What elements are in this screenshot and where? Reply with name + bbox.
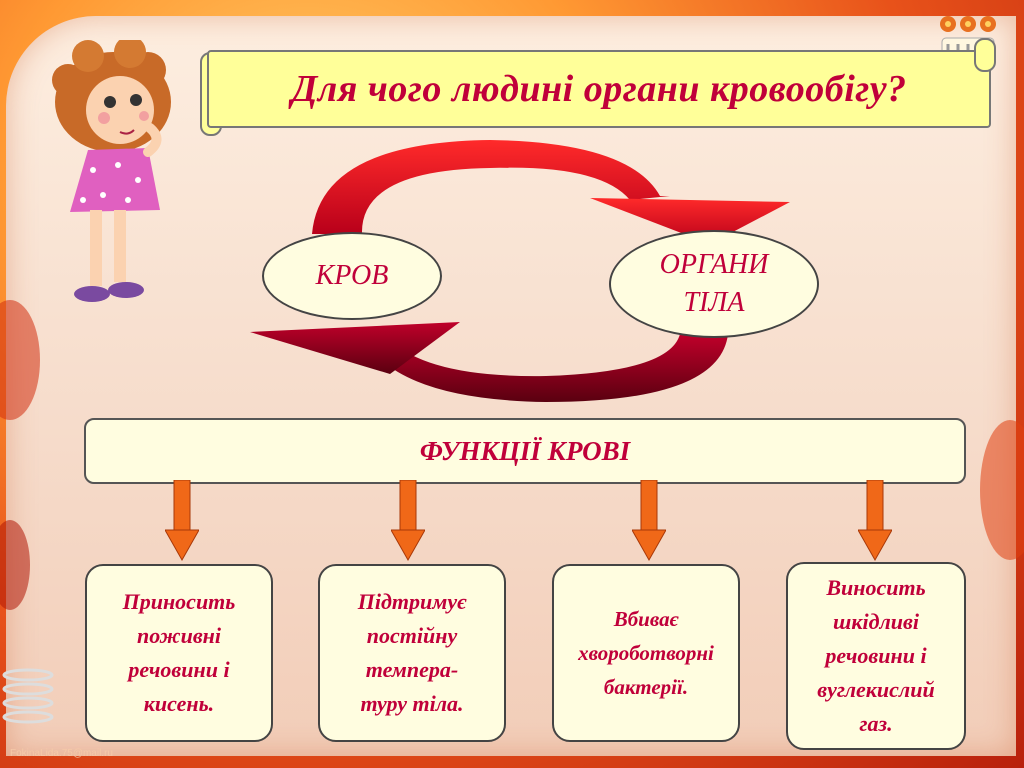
node-blood-label: КРОВ xyxy=(315,260,389,291)
functions-header-label: ФУНКЦІЇ КРОВІ xyxy=(419,435,631,466)
node-organs-label-2: ТІЛА xyxy=(683,287,745,318)
girl-illustration xyxy=(52,40,171,302)
cycle-arrows xyxy=(250,140,790,402)
function-box-bacteria: Вбиває хвороботворні бактерії. xyxy=(552,564,740,742)
arrow-blood-to-organs xyxy=(312,140,670,234)
scroll-curl-right xyxy=(974,38,996,72)
function-box-nutrients: Приносить поживні речовини і кисень. xyxy=(85,564,273,742)
function-text: Вбиває хвороботворні бактерії. xyxy=(578,607,714,699)
node-organs-label-1: ОРГАНИ xyxy=(659,249,769,280)
functions-header: ФУНКЦІЇ КРОВІ xyxy=(84,418,966,484)
leaf-decoration xyxy=(980,420,1024,560)
page-title: Для чого людині органи кровообігу? xyxy=(291,68,907,110)
down-arrow-icon xyxy=(858,480,892,562)
down-arrow-icon xyxy=(165,480,199,562)
node-body-organs: ОРГАНИ ТІЛА xyxy=(609,230,819,338)
title-banner: Для чого людині органи кровообігу? xyxy=(207,50,991,128)
function-box-waste: Виносить шкідливі речовини і вуглекислий… xyxy=(786,562,966,750)
down-arrow-icon xyxy=(391,480,425,562)
binder-rings-icon xyxy=(2,668,54,724)
function-text: Приносить поживні речовини і кисень. xyxy=(122,589,236,716)
down-arrow-icon xyxy=(632,480,666,562)
watermark: FokinaLida.75@mail.ru xyxy=(10,748,113,759)
function-text: Виносить шкідливі речовини і вуглекислий… xyxy=(817,575,935,736)
function-text: Підтримує постійну темпера- туру тіла. xyxy=(357,589,467,716)
arrow-head-bottom xyxy=(250,322,460,374)
function-box-temperature: Підтримує постійну темпера- туру тіла. xyxy=(318,564,506,742)
node-blood: КРОВ xyxy=(262,232,442,320)
arrow-head-top xyxy=(590,198,790,244)
arrow-organs-to-blood xyxy=(370,334,728,402)
